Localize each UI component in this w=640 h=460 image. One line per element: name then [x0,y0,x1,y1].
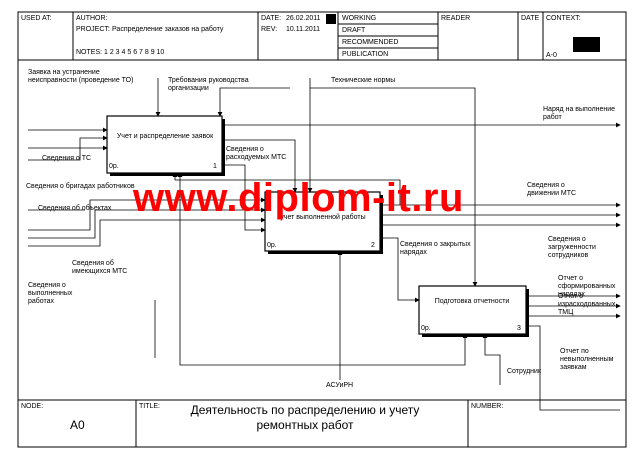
status-draft: DRAFT [342,27,366,34]
label-mech-asu: АСУиРН [326,382,354,389]
date-label: DATE: [261,15,282,22]
project-label: PROJECT: [76,26,110,33]
used-at-label: USED AT: [21,15,52,22]
label-control-norms: Технические нормы [331,77,396,84]
box-3-title: Подготовка отчетности [434,298,510,305]
working-marker [326,14,336,24]
activity-box-1-shape [106,115,225,176]
context-node: A-0 [546,52,557,59]
label-out-mts-right: Сведения о движении МТС [527,182,577,197]
label-out-order: Наряд на выполнение работ [543,106,616,121]
rev-label: REV: [261,26,278,33]
title-label: TITLE: [139,403,161,410]
label-out-closed: Сведения о закрытых нарядах [400,241,471,256]
label-input-brigades: Сведения о бригадах работников [26,183,135,190]
label-input-objects: Сведения об объектах [38,205,112,212]
box-3-ref: 0р. [421,325,431,332]
box-2-number: 2 [371,242,375,249]
date-value: 26.02.2011 [286,15,321,22]
page-frame [17,11,627,448]
activity-box-2-shape [264,191,383,254]
label-input-mts: Сведения об имеющихся МТС [72,260,128,275]
box-2-ref: 0р. [267,242,277,249]
label-input-repair: Заявка на устранение неисправности (пров… [28,69,134,84]
project-value: Распределение заказов на работу [112,26,224,33]
label-input-done: Сведения о выполненных работах [28,282,73,305]
label-out-report-tmc: Отчет о израсходованных ТМЦ [558,293,616,316]
context-label: CONTEXT: [546,15,581,22]
rev-value: 10.11.2011 [286,26,320,33]
box-2-title: учет выполненной работы [280,214,366,221]
label-out-load: Сведения о загруженности сотрудников [548,236,596,259]
watermark-url: www.diplom-it.ru [133,176,464,220]
date2-label: DATE [521,15,540,22]
number-label: NUMBER: [471,403,504,410]
author-label: AUTHOR: [76,15,108,22]
status-working: WORKING [342,15,377,22]
node-value: A0 [70,418,85,432]
diagram-title: Деятельность по распределению и учету ре… [190,403,420,432]
node-label: NODE: [21,403,44,410]
context-box [573,37,600,52]
activity-box-3-shape [418,285,529,337]
status-publication: PUBLICATION [342,51,389,58]
notes-value: 1 2 3 4 5 6 7 8 9 10 [104,49,165,56]
box-1-title: Учет и распределение заявок [116,133,214,140]
label-out-report-unfinished: Отчет по невыполненным заявкам [560,348,614,371]
box-3-number: 3 [517,325,521,332]
label-mech-employee: Сотрудник [507,368,542,375]
label-out-report-orders: Отчет о сформированных нарядах [558,275,616,298]
label-control-mgmt: Требования руководства организации [168,77,249,92]
label-input-ts: Сведения о ТС [42,155,92,162]
label-out-spent-mts: Сведения о расходуемых МТС [226,146,287,161]
box-1-ref: 0р. [109,163,119,170]
status-recommended: RECOMMENDED [342,39,399,46]
box-1-number: 1 [213,163,217,170]
reader-label: READER [441,15,471,22]
notes-label: NOTES: [76,49,103,56]
